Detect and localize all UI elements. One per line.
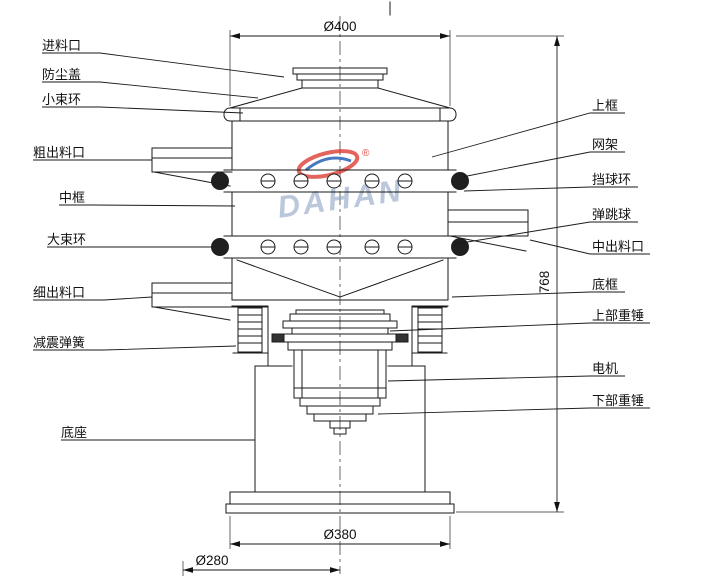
lower-weight-shape xyxy=(299,397,381,435)
bottom-frame-shape xyxy=(231,257,449,307)
upper-weight-shape xyxy=(282,309,398,335)
bouncing-balls-upper xyxy=(260,173,413,189)
label-fine-outlet: 细出料口 xyxy=(33,285,85,300)
dimension-overall-height: 768 xyxy=(456,35,564,513)
label-ball-stop-ring: 挡球环 xyxy=(592,172,631,187)
leader-upper-frame xyxy=(431,112,625,158)
label-middle-frame: 中框 xyxy=(59,190,85,205)
right-labels: 上框 网架 挡球环 弹跳球 中出料口 底框 上部重锤 电机 下部重锤 xyxy=(377,98,650,415)
label-small-clamp-ring: 小束环 xyxy=(42,92,81,107)
label-damping-spring: 减震弹簧 xyxy=(33,335,85,350)
label-bottom-frame: 底框 xyxy=(592,277,618,292)
leader-motor xyxy=(387,375,625,382)
coarse-outlet-spout xyxy=(151,147,233,187)
leader-dust-cover xyxy=(42,81,259,99)
label-bouncing-ball: 弹跳球 xyxy=(592,207,631,222)
label-feed-inlet: 进料口 xyxy=(42,38,81,53)
leader-feed-inlet xyxy=(42,52,285,78)
dim-text-flange-diameter: Ø380 xyxy=(323,527,356,542)
upper-frame-shape xyxy=(231,120,449,171)
upper-mesh-ring xyxy=(211,169,469,193)
motor-assembly xyxy=(271,309,409,435)
middle-outlet-spout xyxy=(447,209,529,252)
logo-swoosh-blue xyxy=(305,156,352,172)
middle-frame-shape xyxy=(231,191,449,237)
leader-bottom-frame xyxy=(451,291,625,298)
label-base: 底座 xyxy=(61,425,87,440)
dimension-flange-diameter: Ø380 xyxy=(229,516,451,549)
lower-mesh-ring xyxy=(211,235,469,259)
label-upper-weight: 上部重锤 xyxy=(592,308,644,323)
leader-fine-outlet xyxy=(33,296,153,301)
leader-damping-spring xyxy=(33,345,237,351)
leader-middle-frame xyxy=(59,204,236,207)
leader-lower-weight xyxy=(377,407,650,415)
label-dust-cover: 防尘盖 xyxy=(42,67,81,82)
leader-small-clamp-ring xyxy=(42,106,244,114)
registered-mark: ® xyxy=(362,148,370,159)
dimension-base-diameter: Ø280 xyxy=(182,553,340,576)
leader-upper-weight xyxy=(389,322,650,332)
leader-middle-outlet xyxy=(529,239,650,255)
label-coarse-outlet: 粗出料口 xyxy=(33,145,85,160)
dim-text-top-diameter: Ø400 xyxy=(323,19,356,34)
dim-text-overall-height: 768 xyxy=(537,271,552,294)
label-upper-frame: 上框 xyxy=(592,98,618,113)
label-mesh-frame: 网架 xyxy=(592,137,618,152)
fine-outlet-spout xyxy=(151,282,233,321)
left-labels: 进料口 防尘盖 小束环 粗出料口 中框 大束环 细出料口 减震弹簧 底座 xyxy=(33,38,285,441)
small-clamp-ring-shape xyxy=(223,107,457,122)
label-large-clamp-ring: 大束环 xyxy=(47,232,86,247)
watermark-logo: ® DAHAN xyxy=(275,148,406,225)
bouncing-balls-lower xyxy=(260,239,413,255)
dimension-top-diameter: Ø400 xyxy=(229,19,451,106)
leader-ball-stop-ring xyxy=(463,186,638,192)
leader-mesh-frame xyxy=(461,151,625,178)
label-middle-outlet: 中出料口 xyxy=(592,239,644,254)
dim-text-base-diameter: Ø280 xyxy=(195,553,228,568)
label-motor: 电机 xyxy=(592,361,618,376)
base-pedestal-shape xyxy=(225,365,455,514)
leader-bouncing-ball xyxy=(454,221,638,245)
label-lower-weight: 下部重锤 xyxy=(592,393,644,408)
